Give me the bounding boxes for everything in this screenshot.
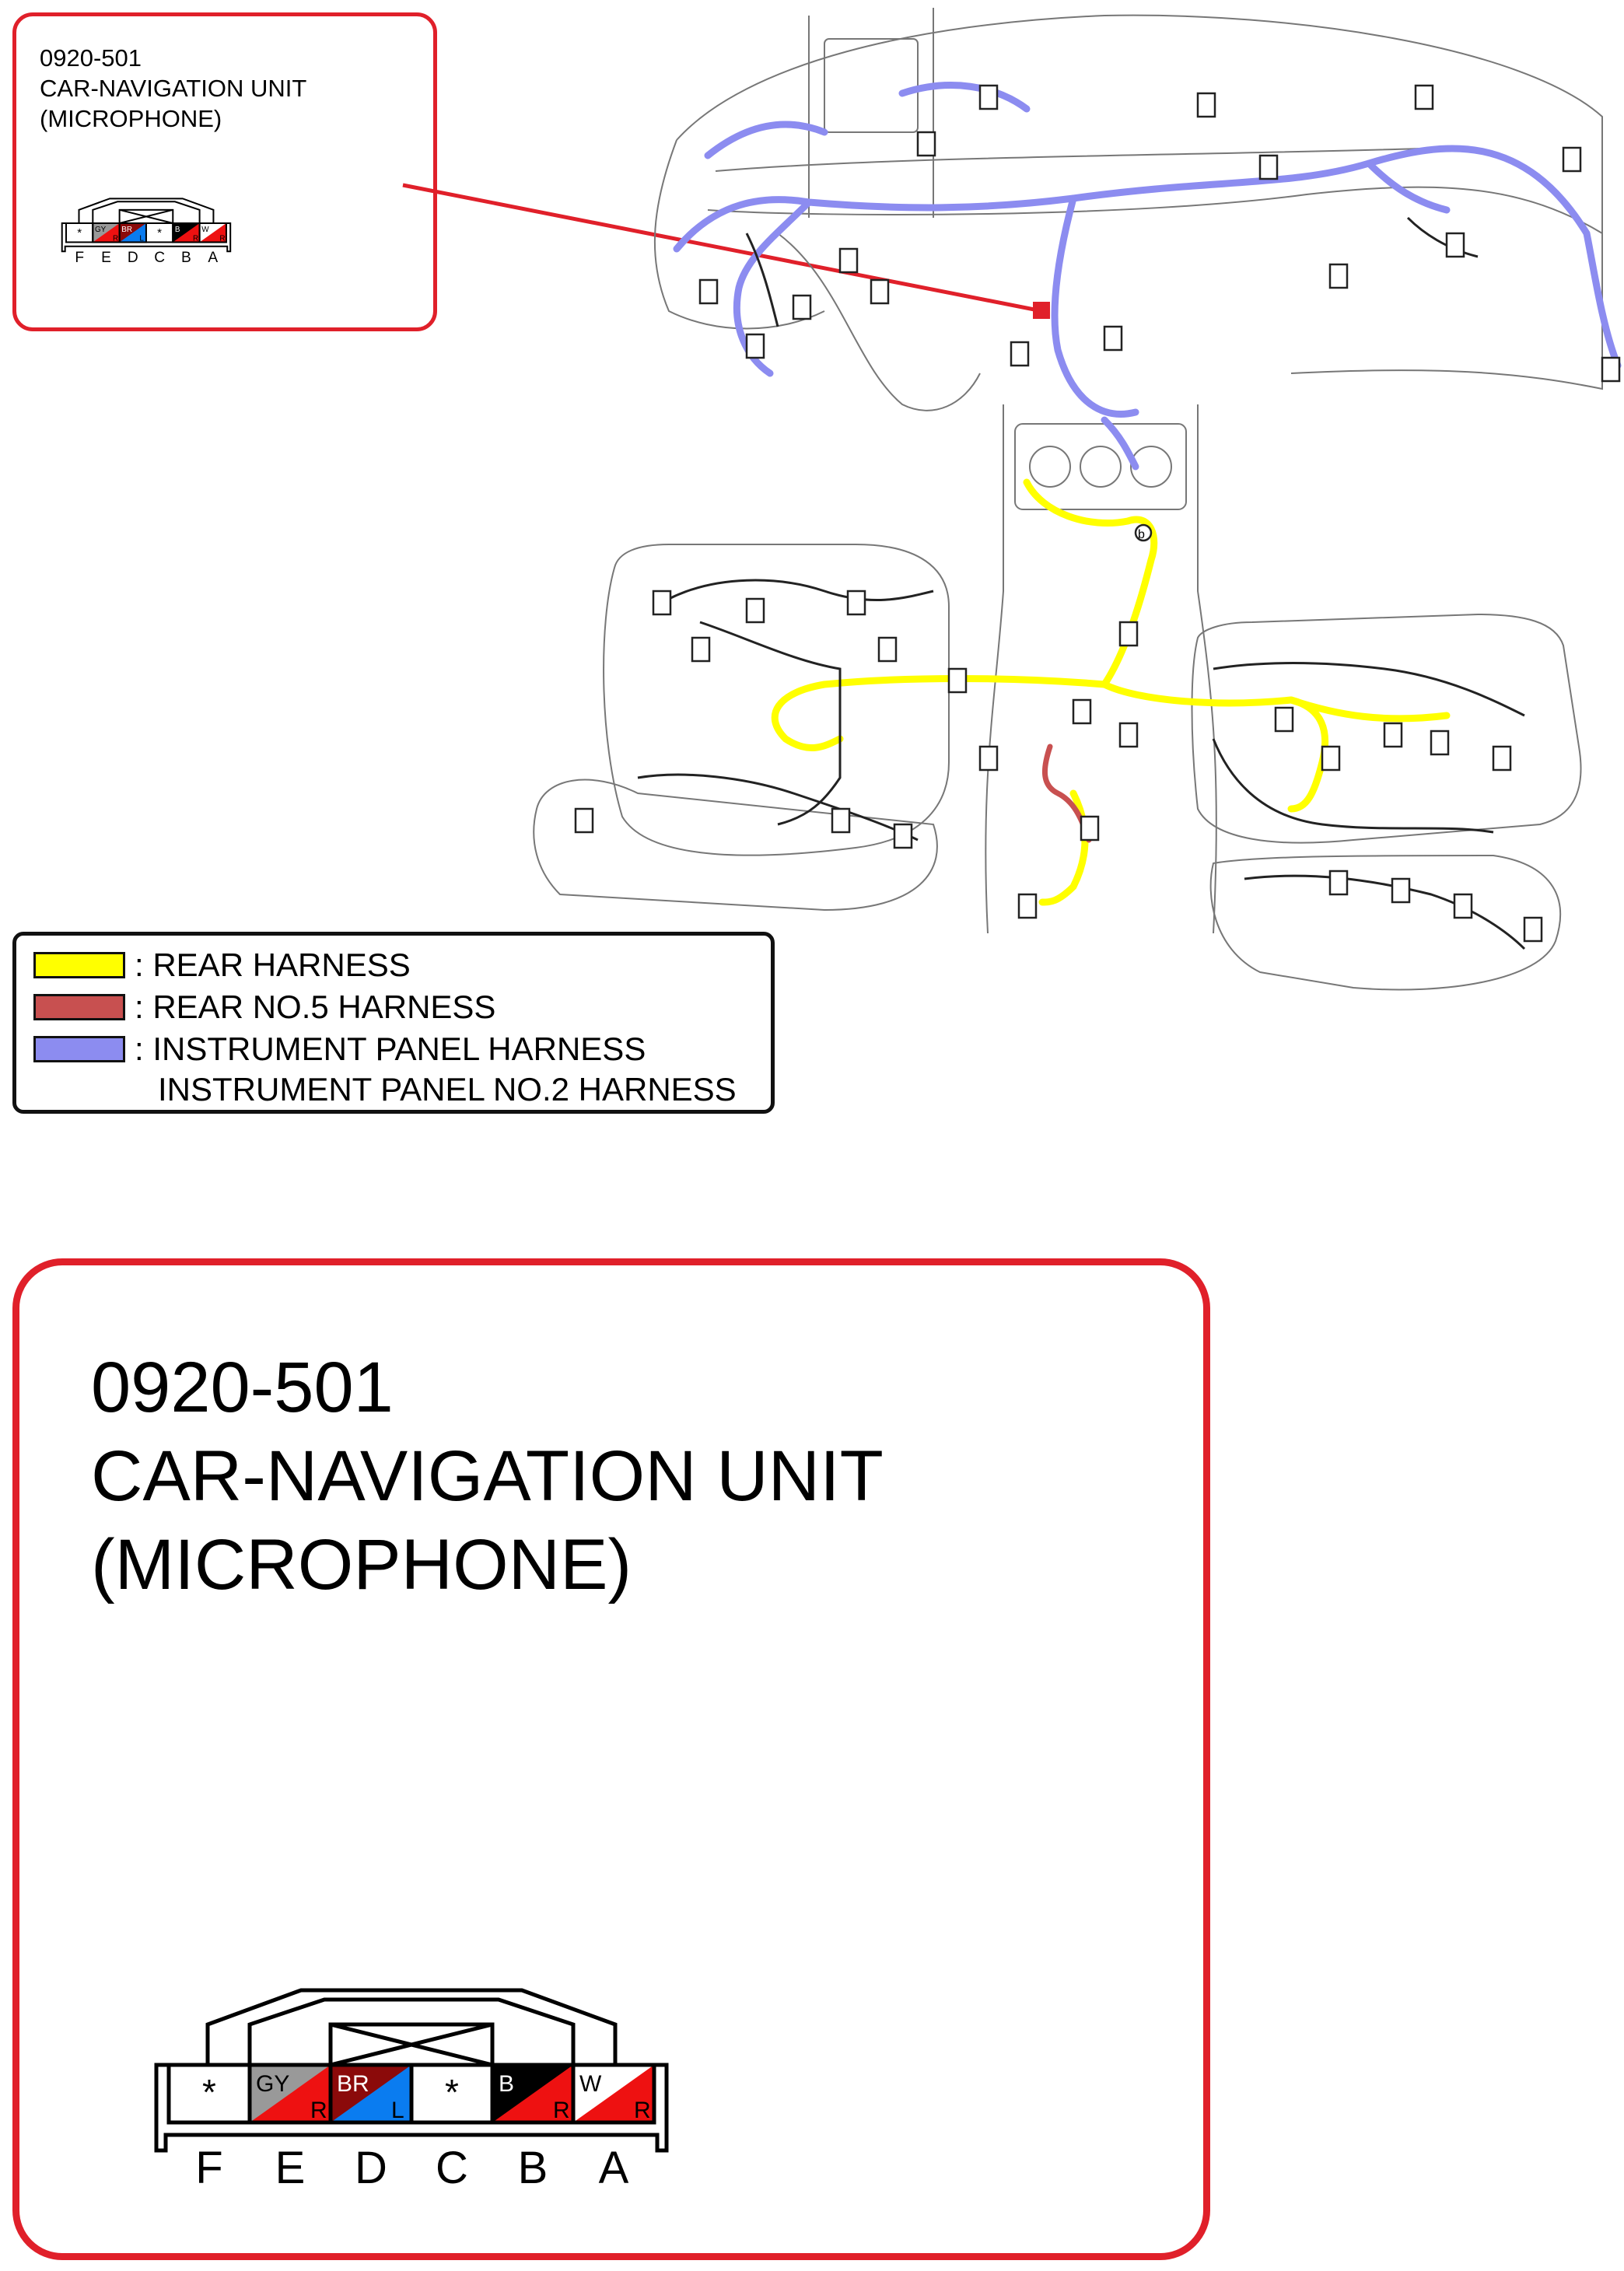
- small-pin-e: GY R: [92, 222, 121, 243]
- legend-swatch-rear: [33, 952, 125, 978]
- small-pin-label-c: C: [154, 250, 165, 266]
- large-pin-e-color-bottom: R: [310, 2098, 327, 2123]
- connector-code-small: 0920-501: [40, 44, 142, 72]
- small-pin-f: *: [65, 222, 94, 243]
- large-pin-label-c: C: [436, 2143, 468, 2193]
- large-pin-a: WR: [571, 2063, 656, 2125]
- large-pin-d-color-bottom: L: [391, 2098, 404, 2123]
- small-pin-f-empty-symbol: *: [77, 226, 82, 240]
- small-pin-b: BR: [172, 222, 201, 243]
- large-pin-label-b: B: [518, 2143, 548, 2193]
- connector-name-small: CAR-NAVIGATION UNIT: [40, 75, 307, 102]
- small-pin-e-color-top: GY: [95, 226, 107, 234]
- large-pin-label-a: A: [599, 2143, 629, 2193]
- large-pin-a-color-top: W: [579, 2071, 602, 2097]
- large-pin-c: *: [409, 2063, 495, 2125]
- connector-sub-small: (MICROPHONE): [40, 105, 222, 132]
- legend-item-rear: : REAR HARNESS: [33, 947, 411, 983]
- large-pin-label-d: D: [355, 2143, 387, 2193]
- large-pin-label-e: E: [275, 2143, 306, 2193]
- small-pin-a-color-bottom: R: [219, 234, 225, 243]
- large-pin-d-color-top: BR: [337, 2071, 369, 2097]
- small-pin-e-color-bottom: R: [113, 234, 118, 243]
- small-pin-label-f: F: [75, 250, 84, 266]
- small-pin-label-a: A: [208, 250, 218, 266]
- large-pin-a-color-bottom: R: [634, 2098, 651, 2123]
- small-pin-a: WR: [198, 222, 227, 243]
- callout-small-title: 0920-501 CAR-NAVIGATION UNIT (MICROPHONE…: [40, 43, 306, 134]
- large-pin-e: GY R: [247, 2063, 333, 2125]
- large-pin-b: BR: [490, 2063, 576, 2125]
- small-pin-d-color-bottom: L: [139, 234, 144, 243]
- large-pin-c-empty-symbol: *: [445, 2072, 459, 2112]
- small-pin-label-b: B: [181, 250, 191, 266]
- harness-overview: b: [533, 8, 1622, 991]
- connector-callout-large: 0920-501 CAR-NAVIGATION UNIT (MICROPHONE…: [12, 1258, 1210, 2260]
- large-pin-d: BR L: [328, 2063, 414, 2125]
- large-pin-b-color-top: B: [499, 2071, 514, 2097]
- callout-large-title: 0920-501 CAR-NAVIGATION UNIT (MICROPHONE…: [91, 1343, 884, 1609]
- small-pin-b-color-bottom: R: [193, 234, 198, 243]
- legend-label-rear: : REAR HARNESS: [135, 947, 411, 983]
- large-pin-b-color-bottom: R: [553, 2098, 570, 2123]
- large-pin-f: *: [166, 2063, 252, 2125]
- legend-swatch-instrument-panel: [33, 1036, 125, 1062]
- large-pin-e-color-top: GY: [256, 2071, 289, 2097]
- large-pin-f-empty-symbol: *: [202, 2072, 216, 2112]
- small-pin-label-d: D: [128, 250, 138, 266]
- legend-label-instrument-panel-no2: INSTRUMENT PANEL NO.2 HARNESS: [158, 1071, 737, 1108]
- legend-label-instrument-panel: : INSTRUMENT PANEL HARNESS: [135, 1031, 646, 1067]
- small-pin-a-color-top: W: [201, 226, 209, 234]
- small-pin-c-empty-symbol: *: [157, 226, 162, 240]
- connector-name: CAR-NAVIGATION UNIT: [91, 1436, 884, 1516]
- harness-legend: : REAR HARNESS : REAR NO.5 HARNESS : INS…: [12, 932, 775, 1114]
- connector-sub: (MICROPHONE): [91, 1525, 632, 1604]
- legend-label-rear-no5: : REAR NO.5 HARNESS: [135, 989, 496, 1025]
- small-pin-c: *: [145, 222, 174, 243]
- small-pin-b-color-top: B: [175, 226, 180, 234]
- small-pin-d-color-top: BR: [121, 226, 132, 234]
- legend-item-instrument-panel: : INSTRUMENT PANEL HARNESS: [33, 1031, 646, 1067]
- marker-b-icon: [1134, 523, 1153, 542]
- connector-callout-small: 0920-501 CAR-NAVIGATION UNIT (MICROPHONE…: [12, 12, 437, 331]
- connector-code: 0920-501: [91, 1348, 394, 1427]
- large-pin-label-f: F: [195, 2143, 222, 2193]
- legend-swatch-rear-no5: [33, 994, 125, 1020]
- small-pin-label-e: E: [101, 250, 111, 266]
- marker-b-label: b: [1138, 528, 1145, 541]
- legend-item-rear-no5: : REAR NO.5 HARNESS: [33, 989, 496, 1025]
- small-pin-d: BR L: [118, 222, 147, 243]
